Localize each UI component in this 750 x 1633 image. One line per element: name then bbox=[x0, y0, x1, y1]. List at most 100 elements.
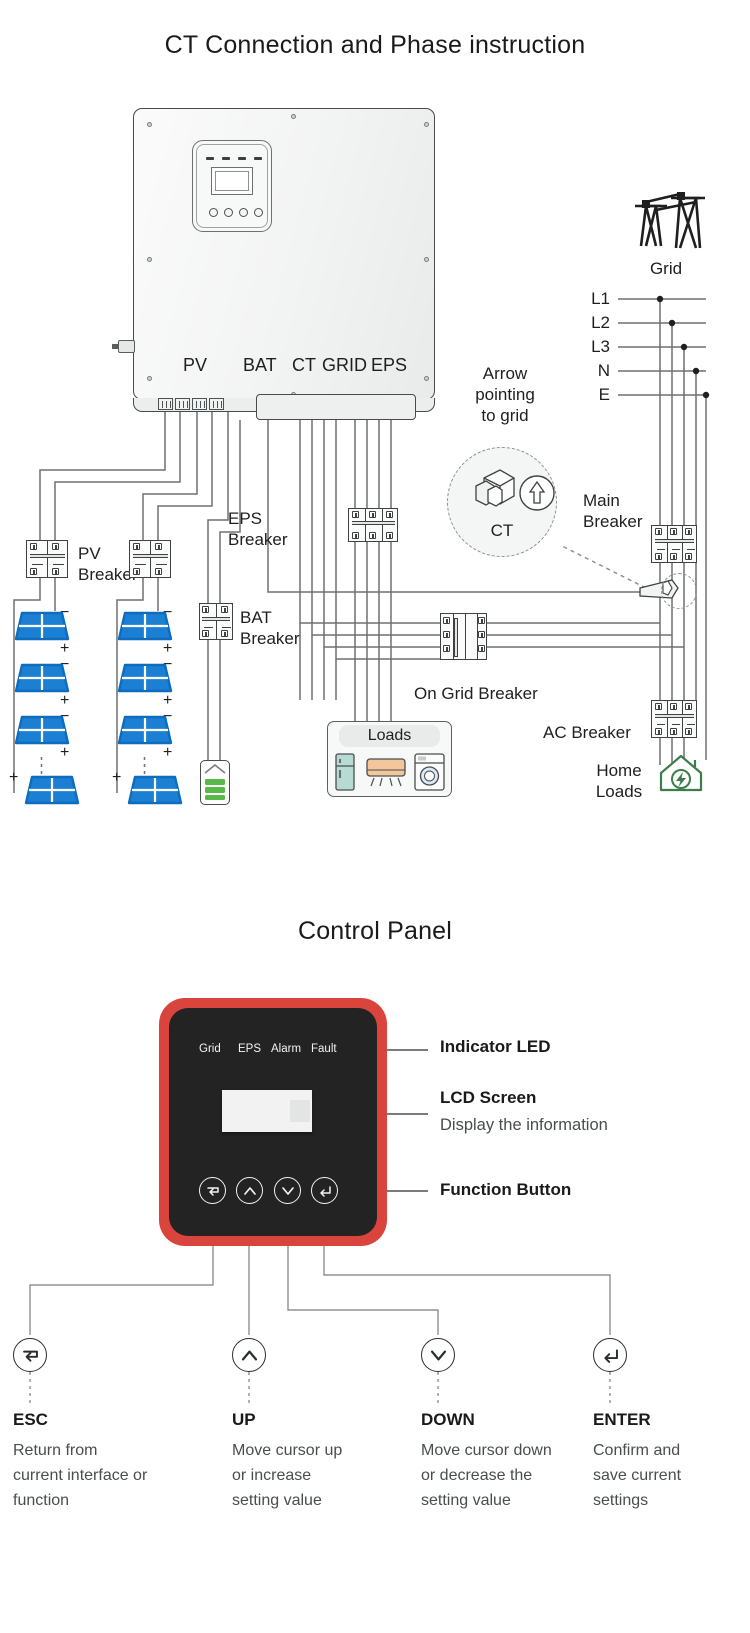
pv-polarity-plus: + bbox=[163, 640, 173, 657]
inverter-front-panel-inner bbox=[196, 144, 268, 228]
legend-down-icon bbox=[421, 1338, 455, 1372]
terminal-block bbox=[209, 398, 224, 410]
solar-panel-icon bbox=[117, 611, 173, 641]
washing-machine-icon bbox=[414, 753, 445, 791]
inverter-side-connector bbox=[118, 340, 135, 353]
home-loads-label: Home Loads bbox=[595, 761, 643, 801]
legend-up-icon bbox=[232, 1338, 266, 1372]
eps-breaker-label: EPS Breaker bbox=[228, 509, 288, 549]
callout-function-button-title: Function Button bbox=[440, 1180, 572, 1199]
cp-led-label-fault: Fault bbox=[311, 1043, 337, 1055]
screw-icon bbox=[147, 376, 152, 381]
led-indicator-fault-icon bbox=[254, 157, 262, 160]
led-indicator-alarm-icon bbox=[238, 157, 246, 160]
led-indicator-grid-icon bbox=[206, 157, 214, 160]
legend-enter-icon bbox=[593, 1338, 627, 1372]
led-indicator-eps-icon bbox=[222, 157, 230, 160]
phase-label-l3: L3 bbox=[591, 337, 610, 356]
cp-esc-button[interactable] bbox=[199, 1177, 226, 1204]
legend-down-title: DOWN bbox=[421, 1410, 475, 1429]
pv-string-dashed-link bbox=[143, 757, 146, 777]
ac-breaker-label: AC Breaker bbox=[543, 723, 631, 742]
inverter-esc-button[interactable] bbox=[209, 208, 218, 217]
pv-breaker-label: PV Breaker bbox=[78, 544, 138, 584]
ct-clamp-detail-icon bbox=[475, 469, 515, 507]
screw-icon bbox=[424, 376, 429, 381]
cp-up-button[interactable] bbox=[236, 1177, 263, 1204]
pv-polarity-plus: + bbox=[9, 769, 19, 786]
cp-lcd-highlight bbox=[290, 1100, 310, 1122]
screw-icon bbox=[147, 122, 152, 127]
house-power-icon bbox=[659, 754, 703, 792]
phase-label-l2: L2 bbox=[591, 313, 610, 332]
main-breaker-label: Main Breaker bbox=[583, 491, 643, 531]
terminal-block bbox=[158, 398, 173, 410]
legend-up-desc: Move cursor up or increase setting value bbox=[232, 1442, 343, 1509]
phase-label-e: E bbox=[598, 385, 610, 404]
port-label-ct: CT bbox=[292, 355, 316, 375]
solar-panel-icon bbox=[14, 611, 70, 641]
cp-led-label-eps: EPS bbox=[238, 1043, 262, 1055]
battery-icon bbox=[200, 760, 230, 805]
screw-icon bbox=[147, 257, 152, 262]
loads-label: Loads bbox=[367, 727, 412, 744]
callout-indicator-led-title: Indicator LED bbox=[440, 1037, 551, 1056]
legend-enter-title: ENTER bbox=[593, 1410, 651, 1429]
on-grid-breaker bbox=[440, 613, 487, 660]
cp-enter-button[interactable] bbox=[311, 1177, 338, 1204]
eps-breaker bbox=[348, 508, 398, 542]
inverter-down-button[interactable] bbox=[239, 208, 248, 217]
inverter-up-button[interactable] bbox=[224, 208, 233, 217]
solar-panel-icon bbox=[117, 663, 173, 693]
ct-arrow-note: Arrow pointing to grid bbox=[475, 364, 535, 425]
on-grid-breaker-label: On Grid Breaker bbox=[414, 684, 538, 703]
loads-box-cap bbox=[339, 725, 440, 747]
solar-panel-icon bbox=[14, 715, 70, 745]
terminal-block bbox=[175, 398, 190, 410]
pv-string-dashed-link bbox=[40, 757, 43, 777]
page-title-ct: CT Connection and Phase instruction bbox=[164, 31, 586, 59]
screw-icon bbox=[424, 122, 429, 127]
grid-label: Grid bbox=[649, 259, 683, 278]
pv-polarity-plus: + bbox=[60, 744, 70, 761]
screw-icon bbox=[424, 257, 429, 262]
callout-lcd-screen-subtitle: Display the information bbox=[440, 1116, 608, 1134]
ct-callout-label: CT bbox=[490, 521, 514, 540]
legend-enter-desc: Confirm and save current settings bbox=[593, 1442, 682, 1509]
cp-down-button[interactable] bbox=[274, 1177, 301, 1204]
terminal-block bbox=[192, 398, 207, 410]
solar-panel-icon bbox=[14, 663, 70, 693]
pv-polarity-plus: + bbox=[60, 640, 70, 657]
pv-polarity-plus: + bbox=[60, 692, 70, 709]
pv-polarity-plus: + bbox=[112, 769, 122, 786]
cp-led-label-alarm: Alarm bbox=[271, 1043, 302, 1055]
page-title-control-panel: Control Panel bbox=[297, 917, 453, 945]
inverter-enter-button[interactable] bbox=[254, 208, 263, 217]
pv-breaker-1 bbox=[26, 540, 68, 578]
callout-lcd-screen-title: LCD Screen bbox=[440, 1088, 537, 1107]
port-label-grid: GRID bbox=[322, 355, 367, 375]
port-label-bat: BAT bbox=[243, 355, 277, 375]
ac-breaker bbox=[651, 700, 697, 738]
pv-polarity-plus: + bbox=[163, 692, 173, 709]
inverter-lcd-inner bbox=[215, 171, 249, 191]
screw-icon bbox=[291, 114, 296, 119]
pv-polarity-minus: − bbox=[60, 656, 70, 673]
phase-label-n: N bbox=[597, 361, 610, 380]
pv-polarity-minus: − bbox=[60, 708, 70, 725]
legend-down-desc: Move cursor down or decrease the setting… bbox=[421, 1442, 552, 1509]
arrow-up-icon bbox=[519, 475, 555, 511]
inverter-side-connector-tip bbox=[112, 344, 119, 349]
main-breaker bbox=[651, 525, 697, 563]
inverter-body bbox=[133, 108, 435, 400]
legend-esc-desc: Return from current interface or functio… bbox=[13, 1442, 148, 1509]
pv-polarity-minus: − bbox=[163, 604, 173, 621]
solar-panel-icon bbox=[127, 775, 183, 805]
pv-polarity-plus: + bbox=[163, 744, 173, 761]
solar-panel-icon bbox=[117, 715, 173, 745]
pv-polarity-minus: − bbox=[163, 656, 173, 673]
bat-breaker-label: BAT Breaker bbox=[240, 608, 300, 648]
cp-led-label-grid: Grid bbox=[199, 1043, 221, 1055]
